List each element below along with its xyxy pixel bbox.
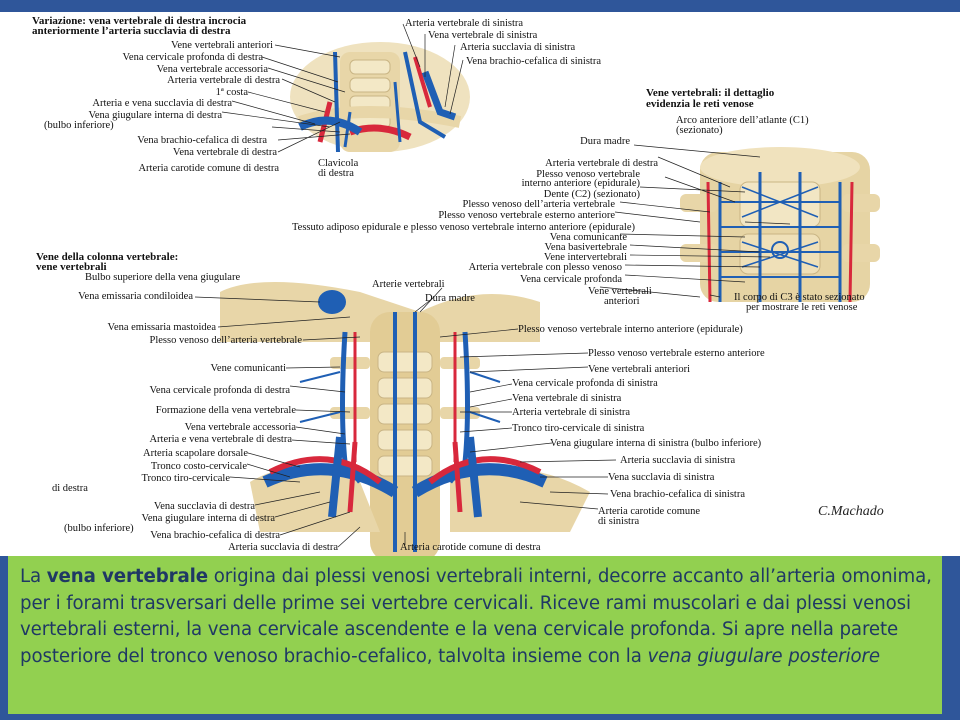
panel2-top-label-line1: Arco anteriore dell’atlante (C1) xyxy=(676,115,809,126)
panel3-left-label: Tronco tiro-cervicale xyxy=(141,473,230,484)
panel3-right-label: Plesso venoso vertebrale esterno anterio… xyxy=(588,348,765,359)
panel3-left-label: Arteria e vena vertebrale di destra xyxy=(149,434,292,445)
panel1-left-label: Vene vertebrali anteriori xyxy=(170,40,273,51)
panel3-right-label: Vena succlavia di sinistra xyxy=(608,472,715,483)
panel3-right-label: Vena giugulare interna di sinistra (bulb… xyxy=(550,438,762,449)
panel3-left-label: (bulbo inferiore) xyxy=(64,523,134,534)
panel1-left-label: Vena vertebrale accessoria xyxy=(156,64,268,75)
panel2-left-label: Vene vertebrali xyxy=(588,286,652,297)
panel3-top-label: Dura madre xyxy=(425,293,475,304)
panel1-left-label: Vena cervicale profonda di destra xyxy=(122,52,263,63)
panel1-left-label: Arteria e vena succlavia di destra xyxy=(92,98,232,109)
panel1-illustration xyxy=(290,42,470,153)
caption-italic-end: vena giugulare posteriore xyxy=(647,645,880,667)
panel2-left-label: Dente (C2) (sezionato) xyxy=(543,189,640,200)
caption-paragraph: La vena vertebrale origina dai plessi ve… xyxy=(20,564,932,670)
panel1-right-label: Vena vertebrale di sinistra xyxy=(428,30,538,41)
panel3-left-label: Vena cervicale profonda di destra xyxy=(149,385,290,396)
panel2-left-label: anteriori xyxy=(604,296,640,307)
caption-body: origina dai plessi venosi vertebrali int… xyxy=(20,566,932,667)
panel3-left-label: Arteria scapolare dorsale xyxy=(143,448,248,459)
anatomical-figure: Variazione: vena vertebrale di destra in… xyxy=(0,12,960,556)
panel2-left-label: Arteria vertebrale di destra xyxy=(545,158,658,169)
panel2-left-label: Plesso venoso vertebrale esterno anterio… xyxy=(438,210,615,221)
panel3-left-label: Plesso venoso dell’arteria vertebrale xyxy=(149,335,302,346)
illustrator-signature: C.Machado xyxy=(818,504,884,519)
panel3-left-label: Vena giugulare interna di destra xyxy=(141,513,275,524)
panel1-right-label: Vena brachio-cefalica di sinistra xyxy=(466,56,601,67)
panel3-title-line2: vene vertebrali xyxy=(36,261,107,273)
panel2-left-label: Plesso venoso dell’arteria vertebrale xyxy=(462,199,615,210)
panel3-left-label: Arteria succlavia di destra xyxy=(228,542,338,553)
panel2-left-label: interno anteriore (epidurale) xyxy=(521,178,640,189)
panel2-left-label: Vena cervicale profonda xyxy=(519,274,622,285)
panel2-left-label: Arteria vertebrale con plesso venoso xyxy=(468,262,622,273)
panel3-top-label: Bulbo superiore della vena giugulare xyxy=(85,272,241,283)
panel3-top-label: Arterie vertebrali xyxy=(372,279,445,290)
panel3-left-label: Vena emissaria mastoidea xyxy=(107,322,216,333)
panel1-left-label: Arteria vertebrale di destra xyxy=(167,75,280,86)
panel1-left-label: (bulbo inferiore) xyxy=(44,120,114,131)
panel3-right-label: Vena brachio-cefalica di sinistra xyxy=(610,489,745,500)
panel2-left-label: Plesso venoso vertebrale xyxy=(536,169,640,180)
panel3-right-label: Tronco tiro-cervicale di sinistra xyxy=(512,423,645,434)
panel1-left-label: Vena brachio-cefalica di destra xyxy=(137,135,267,146)
panel3-right-label: Arteria succlavia di sinistra xyxy=(620,455,736,466)
panel3-illustration xyxy=(220,282,590,556)
slide-top-band xyxy=(0,0,960,12)
panel2-top-label-line2: (sezionato) xyxy=(676,125,723,136)
panel3-left-label: Vena emissaria condiloidea xyxy=(78,291,193,302)
panel3-right-label: Vena vertebrale di sinistra xyxy=(512,393,622,404)
caption-prefix: La xyxy=(20,566,47,587)
panel1-left-label: Arteria carotide comune di destra xyxy=(138,163,279,174)
panel3-left-label: Vena brachio-cefalica di destra xyxy=(150,530,280,541)
panel3-right-label: Arteria carotide comune xyxy=(598,506,701,517)
panel1-left-label: 1ª costa xyxy=(215,87,248,98)
panel1-left-label: Vena giugulare interna di destra xyxy=(88,110,222,121)
caption-box: La vena vertebrale origina dai plessi ve… xyxy=(8,556,942,714)
panel2-left-label: Vena basivertebrale xyxy=(544,242,628,253)
panel3-left-label: di destra xyxy=(52,483,88,494)
panel2-illustration xyxy=(680,147,880,303)
panel3-left-label: Vene comunicanti xyxy=(210,363,286,374)
caption-bold-term: vena vertebrale xyxy=(46,566,209,587)
panel1-bottom-label-line1: Clavicola xyxy=(318,158,359,169)
panel3-right-label: Arteria vertebrale di sinistra xyxy=(512,407,631,418)
panel2-left-label: Vena comunicante xyxy=(549,232,627,243)
anatomy-illustration xyxy=(194,23,880,556)
panel3-right-label: Vena cervicale profonda di sinistra xyxy=(512,378,658,389)
panel3-title-line1: Vene della colonna vertebrale: xyxy=(36,251,179,263)
panel3-right-label: Vene vertebrali anteriori xyxy=(588,364,691,375)
leader-lines xyxy=(194,23,791,548)
panel1-bottom-label-line2: di destra xyxy=(318,168,354,179)
panel3-left-label: Vena vertebrale accessoria xyxy=(184,422,296,433)
panel1-title-line2: anteriormente l’arteria succlavia di des… xyxy=(32,25,231,37)
panel3-bottom-label: Arteria carotide comune di destra xyxy=(400,542,541,553)
panel2-bottom-right-line2: per mostrare le reti venose xyxy=(746,302,858,313)
panel1-title-line1: Variazione: vena vertebrale di destra in… xyxy=(32,15,247,27)
panel2-left-label: Tessuto adiposo epidurale e plesso venos… xyxy=(291,222,635,233)
panel1-left-label: Vena vertebrale di destra xyxy=(172,147,277,158)
panel3-left-label: Formazione della vena vertebrale xyxy=(155,405,296,416)
panel3-right-label: di sinistra xyxy=(598,516,640,527)
panel2-left-label: Vene intervertebrali xyxy=(543,252,627,263)
panel3-left-label: Tronco costo-cervicale xyxy=(150,461,247,472)
panel2-bottom-right-line1: Il corpo di C3 è stato sezionato xyxy=(734,292,865,303)
panel2-title-line2: evidenzia le reti venose xyxy=(646,98,754,110)
panel1-right-label: Arteria vertebrale di sinistra xyxy=(405,18,524,29)
panel3-right-label: Plesso venoso vertebrale interno anterio… xyxy=(518,324,743,335)
panel2-title-line1: Vene vertebrali: il dettaglio xyxy=(646,87,775,99)
panel2-left-label: Dura madre xyxy=(580,136,630,147)
panel3-left-label: Vena succlavia di destra xyxy=(153,501,255,512)
panel1-right-label: Arteria succlavia di sinistra xyxy=(460,42,576,53)
